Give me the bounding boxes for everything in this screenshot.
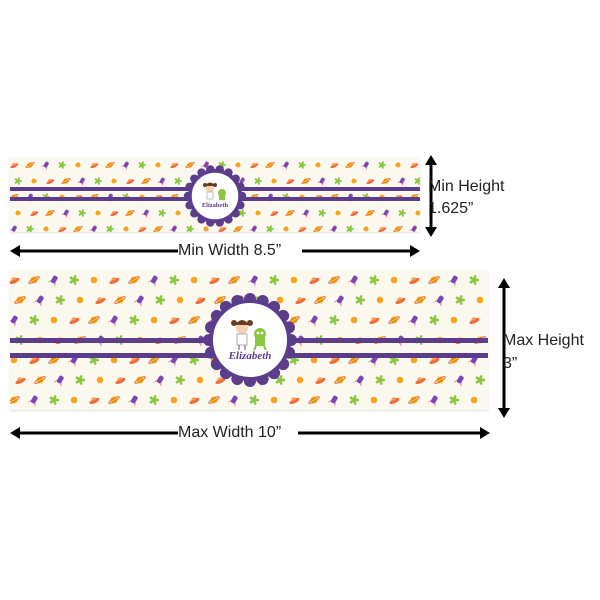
banner-min-size: Elizabeth <box>10 157 420 232</box>
arrow-min-width-left <box>10 245 178 257</box>
girl-icon <box>203 182 217 200</box>
girl-icon <box>231 320 253 350</box>
min-width-label: Min Width 8.5” <box>178 242 282 259</box>
min-height-label: Min Height <box>428 178 505 195</box>
max-width-label: Max Width 10” <box>178 424 282 441</box>
arrow-max-height <box>498 278 510 418</box>
arrow-min-height <box>425 155 437 237</box>
name-seal: Elizabeth <box>183 165 247 227</box>
arrow-min-width-right <box>302 245 420 257</box>
min-height-value: 1.625” <box>428 200 474 217</box>
name-seal: Elizabeth <box>203 293 297 387</box>
arrow-max-width-left <box>10 427 178 439</box>
alien-icon <box>218 189 226 200</box>
banner-max-size: Elizabeth <box>10 270 488 410</box>
name-text-large: Elizabeth <box>228 350 272 362</box>
max-height-label: Max Height <box>503 332 584 349</box>
name-text-small: Elizabeth <box>202 202 229 209</box>
alien-icon <box>253 328 267 351</box>
max-height-value: 3” <box>503 355 518 372</box>
arrow-max-width-right <box>298 427 490 439</box>
